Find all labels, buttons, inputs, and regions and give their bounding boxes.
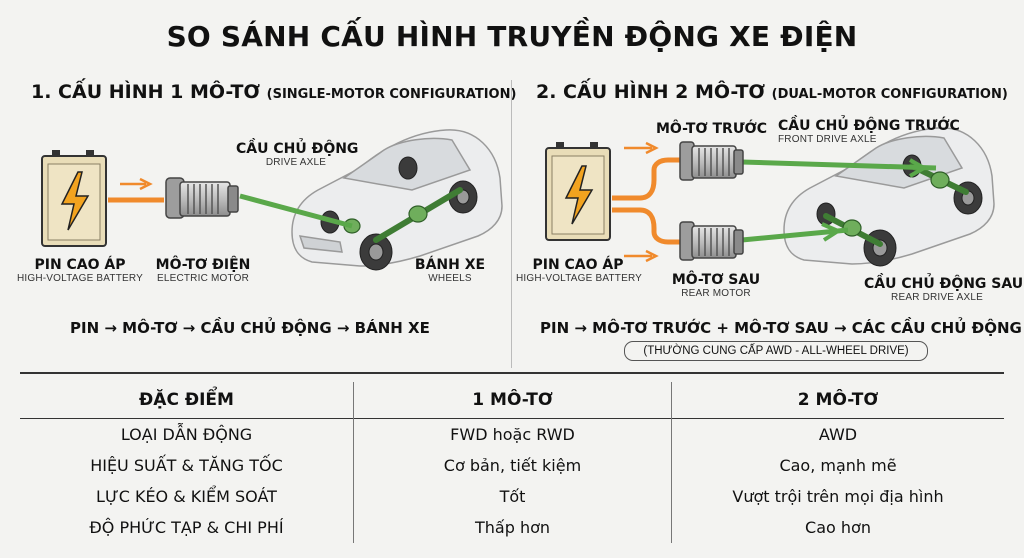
rear-axle-label: CẦU CHỦ ĐỘNG SAU REAR DRIVE AXLE bbox=[864, 276, 1024, 303]
front-axle-label: CẦU CHỦ ĐỘNG TRƯỚC FRONT DRIVE AXLE bbox=[778, 118, 960, 145]
left-battery-icon bbox=[41, 150, 107, 247]
header-feature: ĐẶC ĐIỂM bbox=[20, 382, 354, 419]
row-dual-cell: Vượt trội trên mọi địa hình bbox=[732, 487, 944, 506]
left-wheels-title: BÁNH XE bbox=[414, 257, 486, 273]
page-title: SO SÁNH CẤU HÌNH TRUYỀN ĐỘNG XE ĐIỆN bbox=[166, 20, 858, 53]
drivetrain-illustration bbox=[41, 127, 995, 271]
left-wheels-subtitle: WHEELS bbox=[428, 273, 472, 284]
row-feature-cell: LOẠI DẪN ĐỘNG bbox=[20, 418, 354, 450]
table-header-row: ĐẶC ĐIỂM 1 MÔ-TƠ 2 MÔ-TƠ bbox=[20, 382, 1004, 419]
rear-motor-subtitle: REAR MOTOR bbox=[681, 288, 751, 299]
row-feature-cell: LỰC KÉO & KIỂM SOÁT bbox=[20, 481, 354, 512]
left-arrow-icon bbox=[120, 177, 153, 191]
right-section-heading: 2. CẤU HÌNH 2 MÔ-TƠ (DUAL-MOTOR CONFIGUR… bbox=[536, 81, 1008, 103]
left-battery-title: PIN CAO ÁP bbox=[34, 257, 126, 273]
left-drive-shaft bbox=[239, 193, 353, 229]
row-feature-cell: HIỆU SUẤT & TĂNG TỐC bbox=[20, 450, 354, 481]
right-heading-main: 2. CẤU HÌNH 2 MÔ-TƠ bbox=[536, 81, 766, 103]
left-axle-label: CẦU CHỦ ĐỘNG DRIVE AXLE bbox=[236, 141, 359, 168]
table-row: LỰC KÉO & KIỂM SOÁT Tốt Vượt trội trên m… bbox=[20, 481, 1004, 512]
left-wheels-label: BÁNH XE WHEELS bbox=[410, 257, 490, 284]
left-axle-subtitle: DRIVE AXLE bbox=[265, 157, 327, 168]
row-single-cell: FWD hoặc RWD bbox=[353, 418, 672, 450]
front-drive-shaft bbox=[741, 159, 937, 171]
left-motor-label: MÔ-TƠ ĐIỆN ELECTRIC MOTOR bbox=[148, 257, 258, 284]
row-single-cell: Thấp hơn bbox=[353, 512, 672, 543]
rear-drive-shaft bbox=[741, 227, 849, 243]
left-wheels bbox=[320, 156, 478, 271]
rear-shaft-arrow-icon bbox=[821, 222, 843, 242]
table-row: HIỆU SUẤT & TĂNG TỐC Cơ bản, tiết kiệm C… bbox=[20, 450, 1004, 481]
rear-axle-title: CẦU CHỦ ĐỘNG SAU bbox=[864, 276, 1024, 292]
left-motor-subtitle: ELECTRIC MOTOR bbox=[156, 273, 250, 284]
right-arrow-icons bbox=[624, 141, 659, 263]
row-dual-cell: AWD bbox=[818, 425, 858, 444]
rear-motor-title: MÔ-TƠ SAU bbox=[671, 272, 761, 288]
left-battery-label: PIN CAO ÁP HIGH-VOLTAGE BATTERY bbox=[14, 257, 146, 284]
row-single-cell: Tốt bbox=[353, 481, 672, 512]
front-motor-label: MÔ-TƠ TRƯỚC bbox=[656, 121, 768, 137]
table-row: LOẠI DẪN ĐỘNG FWD hoặc RWD AWD bbox=[20, 418, 1004, 450]
left-heading-main: 1. CẤU HÌNH 1 MÔ-TƠ bbox=[31, 81, 261, 103]
header-dual-motor: 2 MÔ-TƠ bbox=[797, 390, 879, 410]
right-heading-sub: (DUAL-MOTOR CONFIGURATION) bbox=[771, 87, 1008, 102]
front-shaft-arrow-icon bbox=[909, 158, 929, 178]
left-section-heading: 1. CẤU HÌNH 1 MÔ-TƠ (SINGLE-MOTOR CONFIG… bbox=[31, 81, 516, 103]
row-dual-cell: Cao hơn bbox=[805, 518, 871, 537]
front-motor-icon bbox=[679, 141, 744, 181]
row-dual-cell: Cao, mạnh mẽ bbox=[779, 456, 897, 475]
left-battery-subtitle: HIGH-VOLTAGE BATTERY bbox=[16, 273, 144, 284]
table-top-rule bbox=[20, 372, 1004, 374]
left-flow-summary: PIN → MÔ-TƠ → CẦU CHỦ ĐỘNG → BÁNH XE bbox=[70, 319, 430, 337]
left-motor-icon bbox=[165, 177, 239, 219]
awd-note-badge: (THƯỜNG CUNG CẤP AWD - ALL-WHEEL DRIVE) bbox=[624, 341, 928, 361]
comparison-table: ĐẶC ĐIỂM 1 MÔ-TƠ 2 MÔ-TƠ LOẠI DẪN ĐỘNG F… bbox=[20, 382, 1004, 543]
header-single-motor: 1 MÔ-TƠ bbox=[353, 382, 672, 419]
rear-axle-subtitle: REAR DRIVE AXLE bbox=[891, 292, 983, 303]
front-axle-title: CẦU CHỦ ĐỘNG TRƯỚC bbox=[778, 118, 960, 134]
right-battery-subtitle: HIGH-VOLTAGE BATTERY bbox=[516, 273, 643, 284]
table-row: ĐỘ PHỨC TẠP & CHI PHÍ Thấp hơn Cao hơn bbox=[20, 512, 1004, 543]
rear-motor-icon bbox=[679, 221, 744, 261]
right-flow-summary: PIN → MÔ-TƠ TRƯỚC + MÔ-TƠ SAU → CÁC CẦU … bbox=[540, 319, 1022, 337]
left-axle-title: CẦU CHỦ ĐỘNG bbox=[236, 141, 359, 157]
section-divider bbox=[511, 80, 512, 368]
right-battery-label: PIN CAO ÁP HIGH-VOLTAGE BATTERY bbox=[516, 257, 643, 284]
left-motor-title: MÔ-TƠ ĐIỆN bbox=[155, 257, 251, 273]
row-feature-cell: ĐỘ PHỨC TẠP & CHI PHÍ bbox=[20, 512, 354, 543]
row-single-cell: Cơ bản, tiết kiệm bbox=[353, 450, 672, 481]
right-battery-title: PIN CAO ÁP bbox=[532, 257, 624, 273]
front-axle-subtitle: FRONT DRIVE AXLE bbox=[778, 134, 877, 145]
right-battery-icon bbox=[545, 142, 611, 241]
left-heading-sub: (SINGLE-MOTOR CONFIGURATION) bbox=[266, 87, 517, 102]
right-power-lines bbox=[612, 157, 680, 245]
rear-motor-label: MÔ-TƠ SAU REAR MOTOR bbox=[664, 272, 768, 299]
